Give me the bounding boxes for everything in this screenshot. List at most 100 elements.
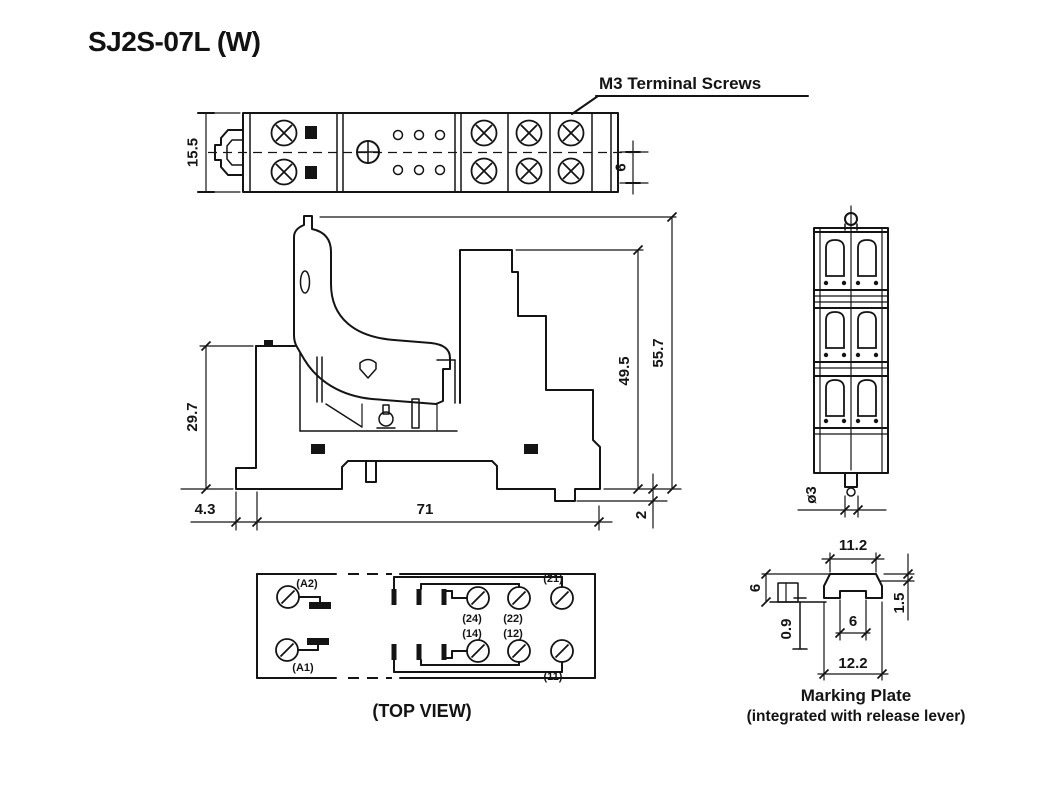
dim-plate-bottom-width: 12.2 <box>817 601 889 681</box>
m3-terminal-screws-callout: M3 Terminal Screws <box>571 74 809 115</box>
strip-terminal-screws <box>270 119 585 186</box>
dim-total-height: 55.7 <box>319 211 682 495</box>
terminal-screw-symbol <box>470 119 498 147</box>
label-11: (11) <box>544 671 563 683</box>
latch-window <box>311 444 325 454</box>
lever-hole <box>359 358 377 379</box>
terminal-14 <box>466 639 490 663</box>
pin-hole-symbol <box>434 129 446 141</box>
pin-hole-symbol <box>434 164 446 176</box>
terminal-12 <box>507 639 531 663</box>
socket-body <box>235 249 601 502</box>
contact-terminals: (24) (22) (21) (14) (12) (11) <box>391 573 574 683</box>
terminal-strip-view-drawing: M3 Terminal Screws <box>185 74 809 195</box>
front-view: ø3 <box>797 205 889 518</box>
dim-plate-step: 1.5 <box>879 553 915 621</box>
pin-hole-symbol <box>392 164 404 176</box>
terminal-screw-symbol <box>515 119 543 147</box>
dim-label-49-5: 49.5 <box>616 356 633 385</box>
m3-screws-label: M3 Terminal Screws <box>599 74 761 93</box>
label-a1: (A1) <box>292 662 314 674</box>
dim-foot-height: 2 <box>576 473 668 529</box>
callout-leader-line <box>571 95 599 115</box>
coil-terminals: (A2) (A1) <box>275 578 331 674</box>
dim-label-2: 2 <box>633 511 650 519</box>
label-22: (22) <box>503 613 523 625</box>
spring-screw-detail <box>378 411 394 427</box>
terminal-11 <box>550 639 574 663</box>
lever-clip-section <box>777 582 799 603</box>
pin-hole-symbol <box>413 129 425 141</box>
dim-screw-offset: 6 <box>613 140 649 195</box>
pin-hole-symbol <box>413 164 425 176</box>
terminal-screw-symbol <box>470 157 498 185</box>
bottom-pin <box>844 472 858 488</box>
contact-blade <box>416 589 422 605</box>
label-a2: (A2) <box>296 578 318 590</box>
dim-label-1-5: 1.5 <box>891 593 908 614</box>
dim-label-71: 71 <box>417 501 434 518</box>
lever-slot <box>299 270 311 294</box>
coil-contact-bar <box>309 602 331 609</box>
terminal-window <box>857 239 877 277</box>
dim-strip-height: 15.5 <box>185 112 241 193</box>
top-pin <box>844 212 858 226</box>
coil-terminal-a1 <box>275 638 299 662</box>
dim-label-11-2: 11.2 <box>839 537 867 554</box>
contact-blade <box>416 644 422 660</box>
side-view-drawing: 55.7 49.5 29.7 4.3 71 <box>180 211 682 531</box>
marking-plate-caption: Marking Plate <box>801 686 912 705</box>
dim-label-0-9: 0.9 <box>778 619 795 640</box>
terminal-window <box>857 311 877 349</box>
strip-outline <box>208 112 632 193</box>
marking-plate-subcaption: (integrated with release lever) <box>747 708 966 725</box>
terminal-22 <box>507 586 531 610</box>
page-title: SJ2S-07L (W) <box>88 26 261 57</box>
release-lever <box>293 215 451 405</box>
dim-bottom-widths: 4.3 71 <box>190 491 613 531</box>
terminal-24 <box>466 586 490 610</box>
din-clip-pin <box>365 460 377 483</box>
dim-label-pin: ø3 <box>803 486 820 504</box>
dim-label-29-7: 29.7 <box>184 402 201 431</box>
latch-window <box>524 444 538 454</box>
dim-plate-recess-width: 6 <box>834 599 872 641</box>
dim-label-4-3: 4.3 <box>195 501 216 518</box>
contact-blade <box>391 589 397 605</box>
front-and-marking-plate-drawing: ø3 6 0.9 <box>747 205 966 725</box>
dim-pin-diameter: ø3 <box>797 486 887 518</box>
terminal-screw-symbol <box>557 119 585 147</box>
dim-label-55-7: 55.7 <box>650 338 667 367</box>
label-24: (24) <box>462 613 482 625</box>
label-14: (14) <box>462 628 482 640</box>
terminal-21 <box>550 586 574 610</box>
contact-blade <box>391 644 397 660</box>
dim-label-12-2: 12.2 <box>838 655 867 672</box>
socket-body-outline <box>235 249 601 502</box>
terminal-screw-symbol <box>270 119 298 147</box>
dim-label-plate-6: 6 <box>747 584 764 592</box>
dim-label-6: 6 <box>613 163 630 171</box>
dim-plate-left-height: 6 <box>747 568 831 608</box>
contact-blade <box>441 644 447 660</box>
terminal-screw-symbol <box>515 157 543 185</box>
marking-plate-profile <box>823 573 883 599</box>
topview-outline <box>256 573 596 679</box>
label-12: (12) <box>503 628 523 640</box>
label-21: (21) <box>543 573 563 585</box>
dim-left-height: 29.7 <box>180 340 254 495</box>
terminal-window <box>825 311 845 349</box>
release-lever-outline <box>293 215 451 405</box>
terminal-window <box>825 239 845 277</box>
dim-body-height: 49.5 <box>515 244 644 495</box>
dim-label-recess-6: 6 <box>849 613 857 630</box>
pin-hole-symbol <box>392 129 404 141</box>
marking-plate-detail: 6 0.9 11.2 6 <box>747 537 966 725</box>
dim-plate-top-width: 11.2 <box>821 537 885 573</box>
terminal-window <box>857 379 877 417</box>
coil-contact-bar <box>307 638 329 645</box>
terminal-top-view-drawing: (A2) (A1) <box>256 573 596 721</box>
dim-label-15-5: 15.5 <box>185 138 202 167</box>
terminal-screw-symbol <box>270 158 298 186</box>
